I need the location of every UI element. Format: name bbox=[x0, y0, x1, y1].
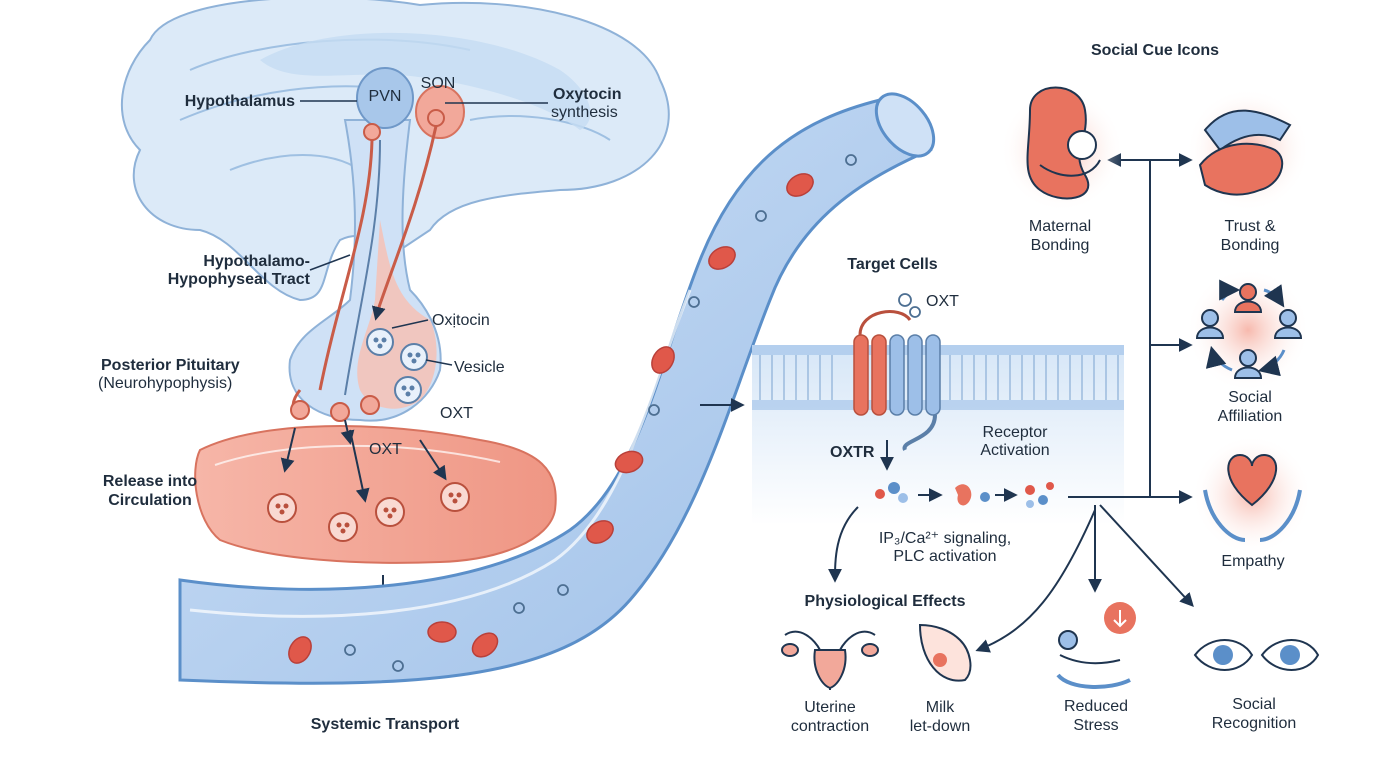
release-label-line2: Circulation bbox=[108, 492, 192, 509]
social-cue-icons-title: Social Cue Icons bbox=[1090, 42, 1220, 59]
capillary-illustration bbox=[194, 419, 557, 605]
oxtr-label: OXTR bbox=[830, 444, 875, 461]
recognition-label-line2: Recognition bbox=[1211, 715, 1297, 732]
social-affiliation-icon bbox=[1186, 268, 1310, 392]
empathy-icon bbox=[1192, 435, 1312, 555]
vesicle-label: Vesicle bbox=[454, 359, 505, 376]
empathy-label: Empathy bbox=[1221, 553, 1285, 570]
oxytocin-synthesis-title: Oxytocin bbox=[553, 86, 622, 103]
social-recognition-icon bbox=[1193, 639, 1320, 671]
systemic-transport-label: Systemic Transport bbox=[310, 716, 460, 733]
tract-label-line1: Hypothalamo- bbox=[203, 253, 310, 270]
oxt-label-capillary: OXT bbox=[369, 441, 402, 458]
leader-lines bbox=[300, 100, 548, 366]
pituitary-illustration bbox=[288, 67, 465, 422]
release-label-line1: Release into bbox=[102, 473, 198, 490]
oxytocin-synthesis-subtitle: synthesis bbox=[551, 104, 618, 121]
tract-label-line2: Hypophyseal Tract bbox=[167, 271, 310, 288]
trust-bonding-icon bbox=[1186, 88, 1310, 212]
uterine-label-line1: Uterine bbox=[804, 699, 856, 716]
maternal-bonding-icon bbox=[1000, 86, 1124, 212]
affiliation-label-line1: Social bbox=[1228, 389, 1272, 406]
reduced-stress-icon bbox=[1056, 602, 1136, 689]
target-cells-title: Target Cells bbox=[847, 256, 938, 273]
posterior-pituitary-label: Posterior Pituitary bbox=[101, 357, 240, 374]
pvn-label: PVN bbox=[368, 88, 402, 105]
neurohypophysis-label: (Neurohypophysis) bbox=[98, 375, 233, 392]
blood-vessel-illustration bbox=[178, 92, 936, 685]
trust-label-line1: Trust & bbox=[1224, 218, 1276, 235]
maternal-label-line1: Maternal bbox=[1028, 218, 1092, 235]
affiliation-label-line2: Affiliation bbox=[1217, 408, 1283, 425]
milk-let-down-icon bbox=[918, 623, 972, 682]
oxt-label-receptor: OXT bbox=[926, 293, 959, 310]
signaling-label-line1: IP₃/Ca²⁺ signaling, bbox=[878, 530, 1012, 547]
receptor-activation-line2: Activation bbox=[980, 442, 1050, 459]
maternal-label-line2: Bonding bbox=[1030, 237, 1090, 254]
oxt-label-pituitary: OXT bbox=[440, 405, 473, 422]
son-label: SON bbox=[420, 75, 456, 92]
signaling-flow-arrows bbox=[828, 153, 1194, 653]
physiological-effects-title: Physiological Effects bbox=[804, 593, 966, 610]
target-cell-illustration bbox=[752, 293, 1124, 525]
stress-label-line2: Stress bbox=[1073, 717, 1119, 734]
recognition-label-line1: Social bbox=[1232, 696, 1276, 713]
signaling-label-line2: PLC activation bbox=[893, 548, 997, 565]
milk-label-line2: let-down bbox=[909, 718, 971, 735]
hypothalamus-label: Hypothalamus bbox=[184, 93, 295, 110]
stress-label-line1: Reduced bbox=[1063, 698, 1129, 715]
uterine-contraction-icon bbox=[781, 630, 879, 690]
oxytocin-vesicle-label: Oxịtocin bbox=[432, 312, 490, 329]
milk-label-line1: Milk bbox=[925, 699, 955, 716]
uterine-label-line2: contraction bbox=[790, 718, 870, 735]
trust-label-line2: Bonding bbox=[1220, 237, 1280, 254]
receptor-activation-line1: Receptor bbox=[982, 424, 1048, 441]
